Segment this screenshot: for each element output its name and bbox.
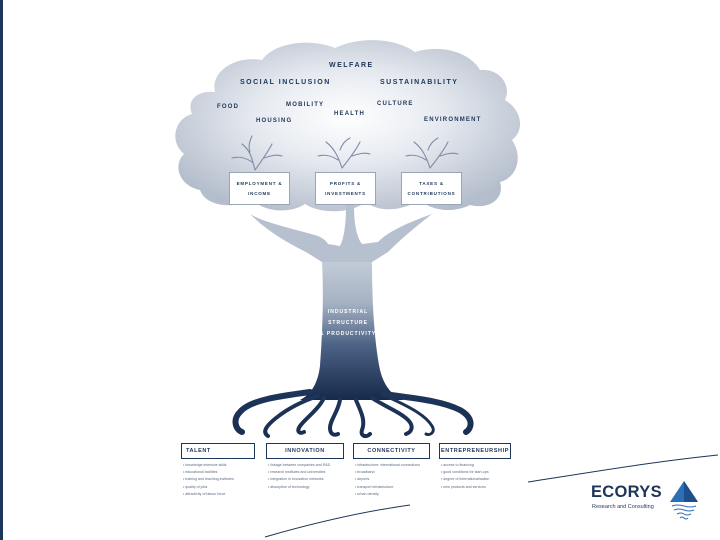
column-list: infrastructure: international connection…: [353, 462, 430, 498]
logo-pyramid-icon: [670, 481, 698, 520]
list-item: broadband: [355, 469, 430, 476]
logo-tagline: Research and Consulting: [592, 504, 654, 510]
tree-roots: [232, 389, 474, 439]
column-innovation: INNOVATION linkage between companies and…: [266, 443, 344, 491]
list-item: knowledge intensive skills: [183, 462, 255, 469]
list-item: transport infrastructure: [355, 484, 430, 491]
list-item: absorption of technology: [268, 484, 344, 491]
list-item: attractivity of labour force: [183, 491, 255, 498]
label-sustainability: SUSTAINABILITY: [380, 79, 459, 86]
box-line: TAXES &: [419, 180, 444, 186]
tree-canopy: [175, 40, 521, 212]
label-social-inclusion: SOCIAL INCLUSION: [240, 79, 331, 86]
column-list: linkage between companies and R&D resear…: [266, 462, 344, 491]
label-environment: ENVIRONMENT: [424, 117, 482, 123]
ecorys-logo: ECORYS Research and Consulting: [591, 480, 703, 525]
list-item: educational facilities: [183, 469, 255, 476]
column-connectivity: CONNECTIVITY infrastructure: internation…: [353, 443, 430, 498]
list-item: integration in innovation networks: [268, 476, 344, 483]
column-title: TALENT: [181, 443, 255, 459]
swoosh-line-right: [527, 454, 719, 483]
column-list: access to financing good conditions for …: [439, 462, 511, 491]
trunk-label-line: STRUCTURE: [328, 320, 368, 326]
box-employment-income: EMPLOYMENT & INCOME: [229, 172, 290, 205]
logo-wordmark: ECORYS: [591, 483, 662, 501]
list-item: degree of internationalisation: [441, 476, 511, 483]
box-line: INVESTMENTS: [325, 190, 366, 196]
list-item: linkage between companies and R&D: [268, 462, 344, 469]
trunk-label: INDUSTRIAL STRUCTURE & PRODUCTIVITY: [318, 307, 378, 340]
tree-twigs: [231, 135, 459, 171]
list-item: airports: [355, 476, 430, 483]
swoosh-line-bottom: [264, 504, 411, 538]
column-title: CONNECTIVITY: [353, 443, 430, 459]
list-item: research institutes and universities: [268, 469, 344, 476]
tree-branches: [250, 204, 432, 262]
column-title: INNOVATION: [266, 443, 344, 459]
label-mobility: MOBILITY: [286, 102, 325, 108]
list-item: training and teaching institutes: [183, 476, 255, 483]
list-item: access to financing: [441, 462, 511, 469]
trunk-label-line: INDUSTRIAL: [327, 309, 369, 315]
box-taxes-contributions: TAXES & CONTRIBUTIONS: [401, 172, 462, 205]
trunk-label-line: & PRODUCTIVITY: [319, 331, 377, 337]
box-line: EMPLOYMENT &: [236, 180, 283, 186]
box-profits-investments: PROFITS & INVESTMENTS: [315, 172, 376, 205]
column-title: ENTREPRENEURSHIP: [439, 443, 511, 459]
box-line: PROFITS &: [329, 180, 362, 186]
slide-left-border: [0, 0, 3, 540]
list-item: urban density: [355, 491, 430, 498]
list-item: new products and services: [441, 484, 511, 491]
label-housing: HOUSING: [256, 118, 293, 124]
tree-trunk: [300, 262, 404, 400]
list-item: good conditions for start-ups: [441, 469, 511, 476]
column-entrepreneurship: ENTREPRENEURSHIP access to financing goo…: [439, 443, 511, 491]
list-item: quality of jobs: [183, 484, 255, 491]
box-line: CONTRIBUTIONS: [407, 190, 456, 196]
column-list: knowledge intensive skills educational f…: [181, 462, 255, 498]
label-food: FOOD: [217, 104, 240, 110]
list-item: infrastructure: international connection…: [355, 462, 430, 469]
label-welfare: WELFARE: [329, 62, 374, 69]
label-culture: CULTURE: [377, 101, 414, 107]
column-talent: TALENT knowledge intensive skills educat…: [181, 443, 255, 498]
box-line: INCOME: [248, 190, 271, 196]
label-health: HEALTH: [334, 111, 366, 117]
